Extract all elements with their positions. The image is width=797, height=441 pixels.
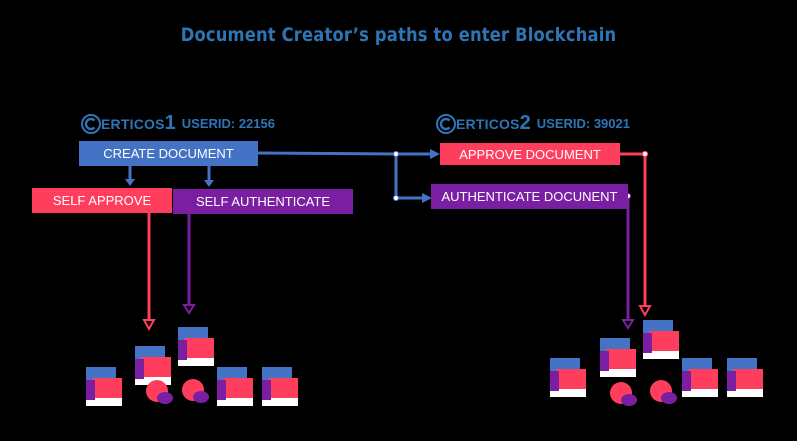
user1-brand: ERTICOS [101,115,165,132]
user2-number: 2 [519,112,531,134]
blockchain-block-icon [182,379,209,403]
document-stack-icon [217,367,253,406]
arrow-create-to-user2 [257,151,397,156]
create-document-box: CREATE DOCUMENT [79,141,258,166]
certicos-logo-icon [436,113,456,134]
blockchain-block-icon [650,380,677,404]
self-approve-box: SELF APPROVE [32,188,172,213]
document-stack-icon [600,338,636,377]
self-authenticate-box: SELF AUTHENTICATE [173,189,353,214]
diagram-title: Document Creator’s paths to enter Blockc… [180,24,617,46]
authenticate-document-box: AUTHENTICATE DOCUNENT [431,184,628,209]
document-stack-icon [135,346,171,385]
document-stack-icon [550,358,586,397]
user1-header: ERTICOS 1 USERID: 22156 [81,112,275,135]
user2-brand: ERTICOS [456,115,520,132]
document-stack-icon [86,367,122,406]
document-stack-icon [682,358,718,397]
blockchain-block-icon [610,382,637,406]
document-stack-icon [178,327,214,366]
approve-document-box: APPROVE DOCUMENT [440,143,620,165]
user1-userid: USERID: 22156 [181,116,275,131]
document-stack-icon [727,358,763,397]
user2-userid: USERID: 39021 [536,116,630,131]
user1-number: 1 [164,112,176,134]
user2-header: ERTICOS 2 USERID: 39021 [436,112,630,135]
certicos-logo-icon [81,113,101,134]
document-stack-icon [643,320,679,359]
document-stack-icon [262,367,298,406]
